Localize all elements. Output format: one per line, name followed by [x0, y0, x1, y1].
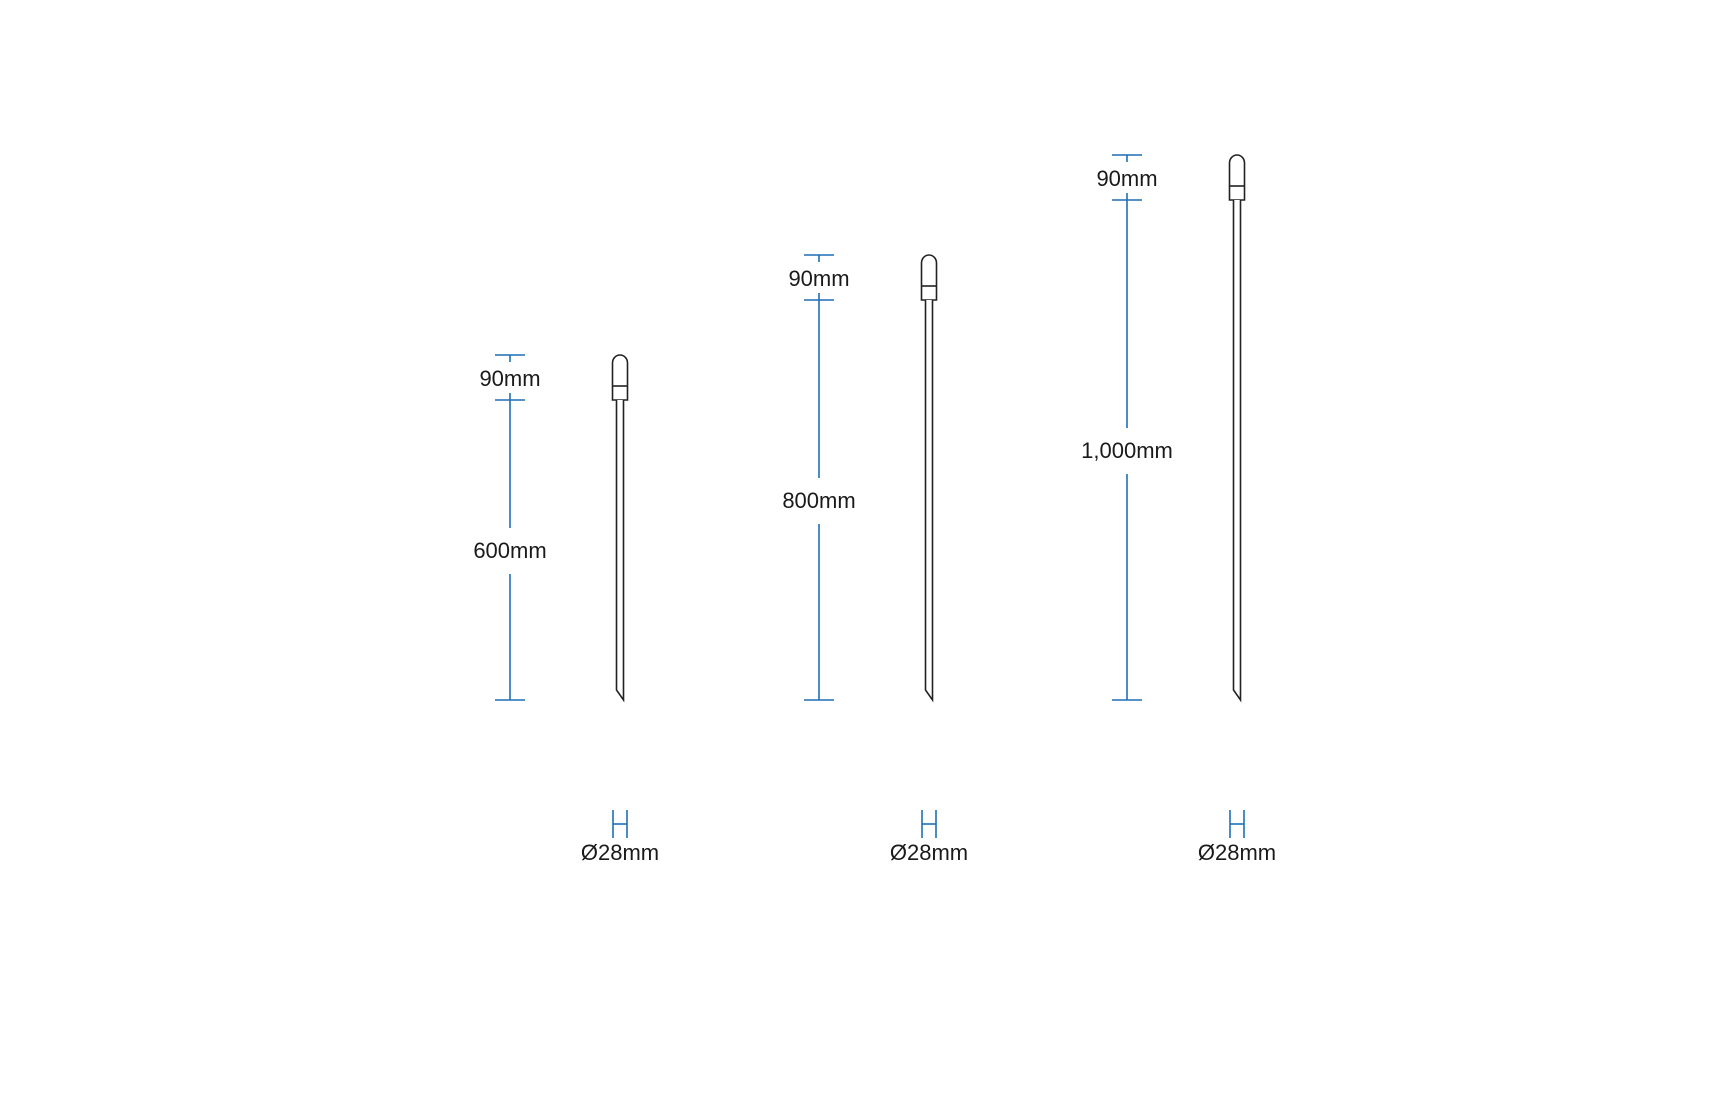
shaft-length-label: 800mm — [782, 488, 855, 513]
diameter-dimension-mark — [1229, 810, 1245, 838]
probe-shaft — [615, 400, 625, 703]
handle-length-label: 90mm — [479, 366, 540, 391]
probe-drawing — [920, 254, 938, 703]
handle-length-label: 90mm — [788, 266, 849, 291]
shaft-dimension-line — [495, 393, 525, 701]
probe-handle — [1228, 154, 1246, 201]
shaft-length-label: 600mm — [473, 538, 546, 563]
probe-shaft — [924, 300, 934, 703]
probe-shaft — [1232, 200, 1242, 703]
shaft-length-label: 1,000mm — [1081, 438, 1173, 463]
probe-group-1: 90mm 600mm Ø28mm — [473, 354, 659, 865]
probe-handle — [611, 354, 629, 401]
shaft-dimension-line — [1112, 193, 1142, 701]
diameter-label: Ø28mm — [890, 840, 968, 865]
handle-dimension-line — [804, 254, 834, 262]
diameter-dimension-mark — [921, 810, 937, 838]
probe-handle — [920, 254, 938, 301]
probe-drawing — [611, 354, 629, 703]
handle-dimension-line — [495, 354, 525, 362]
probe-group-2: 90mm 800mm Ø28mm — [782, 254, 968, 865]
handle-length-label: 90mm — [1096, 166, 1157, 191]
diameter-dimension-mark — [612, 810, 628, 838]
shaft-dimension-line — [804, 293, 834, 701]
diameter-label: Ø28mm — [1198, 840, 1276, 865]
probe-drawing — [1228, 154, 1246, 703]
handle-dimension-line — [1112, 154, 1142, 162]
probe-group-3: 90mm 1,000mm Ø28mm — [1081, 154, 1276, 865]
diameter-label: Ø28mm — [581, 840, 659, 865]
